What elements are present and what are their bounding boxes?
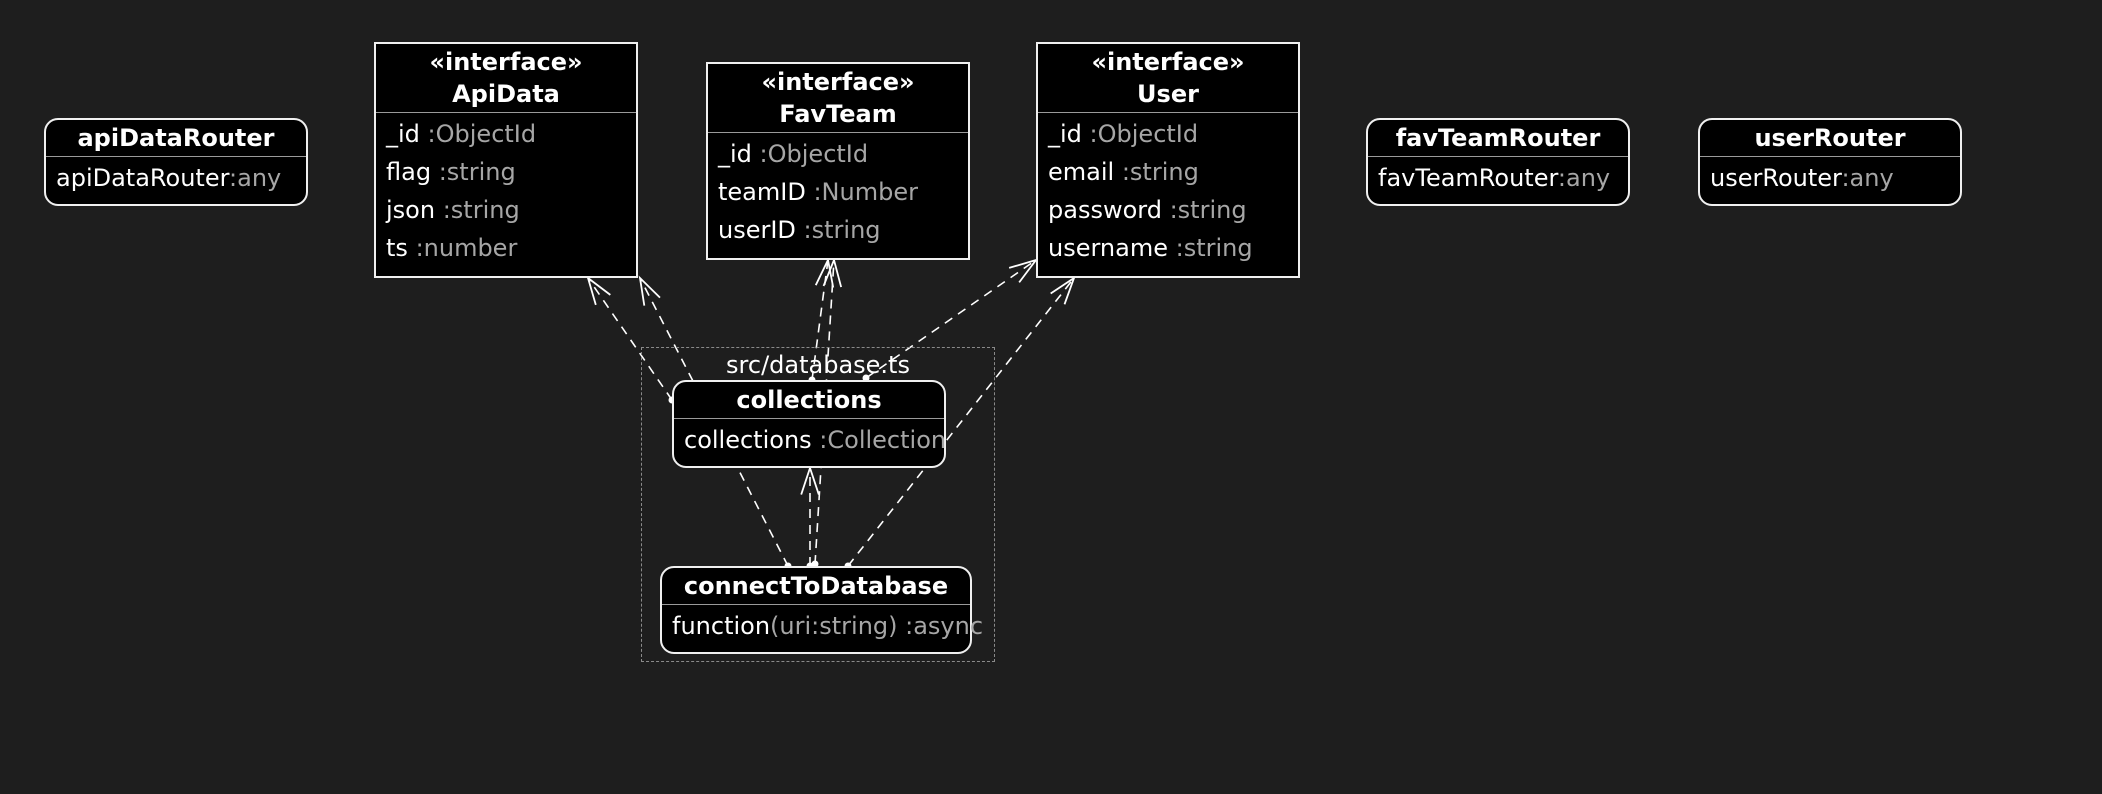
- node-ApiData[interactable]: «interface» ApiData _id :ObjectId flag :…: [374, 42, 638, 278]
- node-userRouter[interactable]: userRouter userRouter:any: [1698, 118, 1962, 206]
- node-title: apiDataRouter: [77, 124, 275, 152]
- node-field: collections :Collection: [684, 426, 947, 454]
- node-field: _id :ObjectId: [1048, 120, 1199, 148]
- package-label: src/database.ts: [726, 351, 910, 379]
- node-fields: favTeamRouter:any: [1368, 157, 1628, 201]
- edge-arrowhead: [1050, 275, 1076, 305]
- node-title: collections: [736, 386, 882, 414]
- node-fields: apiDataRouter:any: [46, 157, 306, 201]
- node-field: username :string: [1048, 234, 1253, 262]
- package-src-database: src/database.ts: [641, 347, 995, 662]
- node-field: ts :number: [386, 234, 518, 262]
- node-title: ApiData: [452, 80, 560, 108]
- node-collections[interactable]: collections collections :Collection: [672, 380, 946, 468]
- node-field: apiDataRouter:any: [56, 164, 282, 192]
- node-title: User: [1137, 80, 1199, 108]
- node-FavTeam[interactable]: «interface» FavTeam _id :ObjectId teamID…: [706, 62, 970, 260]
- node-connectToDatabase[interactable]: connectToDatabase function(uri:string) :…: [660, 566, 984, 654]
- node-stereotype: «interface»: [429, 48, 583, 76]
- node-field: function(uri:string) :async: [672, 612, 984, 640]
- edge-arrowhead: [638, 275, 661, 306]
- node-field: favTeamRouter:any: [1378, 164, 1611, 192]
- node-title: favTeamRouter: [1395, 124, 1601, 152]
- node-field: _id :ObjectId: [386, 120, 537, 148]
- node-field: flag :string: [386, 158, 516, 186]
- node-field: _id :ObjectId: [718, 140, 869, 168]
- edge-arrowhead: [822, 257, 843, 288]
- node-fields: function(uri:string) :async: [662, 605, 984, 649]
- node-stereotype: «interface»: [1091, 48, 1245, 76]
- node-field: teamID :Number: [718, 178, 918, 206]
- node-fields: _id :ObjectId teamID :Number userID :str…: [708, 133, 968, 253]
- node-fields: _id :ObjectId email :string password :st…: [1038, 113, 1298, 271]
- node-favTeamRouter[interactable]: favTeamRouter favTeamRouter:any: [1366, 118, 1630, 206]
- node-field: password :string: [1048, 196, 1247, 224]
- node-fields: _id :ObjectId flag :string json :string …: [376, 113, 636, 271]
- node-apiDataRouter[interactable]: apiDataRouter apiDataRouter:any: [44, 118, 308, 206]
- node-field: userRouter:any: [1710, 164, 1894, 192]
- edge-arrowhead: [586, 275, 611, 306]
- node-title: connectToDatabase: [683, 572, 949, 600]
- node-fields: userRouter:any: [1700, 157, 1960, 201]
- node-title: userRouter: [1754, 124, 1906, 152]
- node-fields: collections :Collection: [674, 419, 947, 463]
- node-field: email :string: [1048, 158, 1199, 186]
- node-field: json :string: [386, 196, 520, 224]
- node-User[interactable]: «interface» User _id :ObjectId email :st…: [1036, 42, 1300, 278]
- edge-arrowhead: [814, 257, 835, 288]
- node-title: FavTeam: [779, 100, 897, 128]
- edge-arrowhead: [1008, 258, 1039, 283]
- node-field: userID :string: [718, 216, 881, 244]
- node-stereotype: «interface»: [761, 68, 915, 96]
